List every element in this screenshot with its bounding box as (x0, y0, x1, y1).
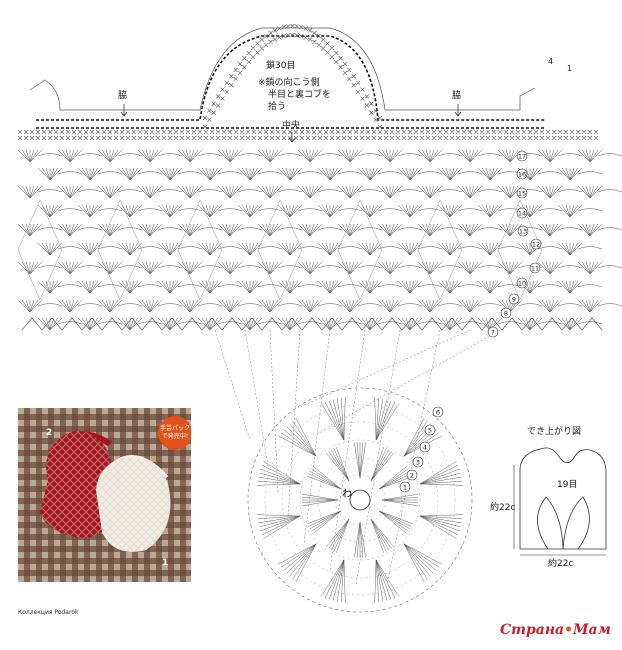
round-number: 5 (428, 426, 432, 434)
row-number: 15 (518, 189, 526, 197)
round-marker-circle (432, 406, 444, 418)
row-marker-circle (530, 238, 542, 250)
sc-row (17, 135, 599, 141)
watermark-dot: • (564, 622, 574, 638)
round-number: 1 (403, 483, 407, 491)
photo-illustration (18, 408, 191, 582)
note-line-2: 半目と裏コブを (268, 88, 331, 100)
fan-row (17, 223, 622, 237)
fan-row (37, 280, 603, 294)
pineapple-outline (17, 199, 543, 301)
bottom-round-motif (247, 387, 473, 613)
disc-ring (299, 439, 421, 561)
side-label-left: 脇 (118, 90, 127, 101)
round-marker-circle (406, 469, 418, 481)
magic-ring-label: わ (342, 488, 352, 500)
note-line-3: 拾う (268, 100, 286, 112)
fan-row (37, 242, 603, 256)
row-marker-circle (516, 187, 528, 199)
round-marker-circle (424, 424, 436, 436)
edge-number-4: 4 (548, 57, 553, 66)
edge-number-1: 1 (567, 64, 572, 73)
row-marker-circle (529, 262, 541, 274)
fan-row (17, 261, 622, 275)
row-marker-circle (516, 207, 528, 219)
row-marker-circle (500, 307, 512, 319)
row-number: 10 (518, 279, 526, 287)
finished-width: 約22c (548, 557, 573, 569)
row-number: 17 (518, 152, 526, 160)
fan-row (17, 299, 622, 313)
disc-outer-ring (247, 387, 473, 613)
row-marker-circle (516, 277, 528, 289)
finished-height: 約22c (490, 501, 515, 513)
row-number: 14 (518, 209, 526, 217)
row-number: 9 (512, 295, 516, 303)
note-line-1: ※鎖の向こう側 (258, 76, 320, 88)
round-number: 3 (416, 458, 420, 466)
disc-ring (281, 421, 439, 579)
row-marker-circle (487, 326, 499, 338)
bag-number-2: 2 (46, 428, 53, 438)
handle-stitch-label: 鎖30目 (266, 59, 295, 71)
row-number: 16 (518, 170, 526, 178)
handle-arc (120, 23, 462, 143)
fan-row (37, 317, 603, 331)
row-marker-circle (516, 150, 528, 162)
finished-title: でき上がり図 (527, 425, 581, 437)
bag-body-stitch-grid (17, 27, 622, 331)
fan-row (17, 185, 622, 199)
fan-row (37, 167, 603, 181)
row-number: 13 (519, 227, 527, 235)
disc-spokes (257, 397, 463, 603)
finished-bag-petals (537, 496, 590, 550)
round-marker-circle (412, 456, 424, 468)
sc-row (17, 129, 599, 135)
collection-credit: Коллекция Podarok (18, 609, 79, 616)
row-number: 7 (491, 328, 495, 336)
row-marker-circle (516, 168, 528, 180)
watermark-part-2: Мам (573, 622, 611, 638)
row-number: 12 (532, 240, 540, 248)
disc-ring (334, 474, 386, 526)
finished-bag-outline (519, 447, 607, 550)
pointer-arrows (120, 104, 462, 143)
side-label-right: 脇 (452, 90, 461, 101)
round-marker-circle (399, 481, 411, 493)
round-number: 2 (410, 471, 414, 479)
fan-row (17, 149, 622, 163)
handle-stitches (202, 23, 383, 130)
shoulder-outline (29, 27, 536, 111)
bottom-edge (21, 317, 603, 331)
round-marker-circle (419, 441, 431, 453)
fan-row (37, 204, 603, 218)
disc-ring (264, 404, 456, 596)
center-label: 中央 (282, 119, 300, 131)
product-photo: 手芸パックで発売中! 2 1 (18, 408, 191, 582)
round-number: 4 (423, 443, 427, 451)
availability-badge: 手芸パックで発売中! (158, 416, 191, 450)
connector-lines (214, 329, 501, 585)
watermark-part-1: Страна (500, 622, 565, 638)
row-number: 11 (531, 264, 539, 272)
round-number: 6 (436, 408, 440, 416)
bag-number-1: 1 (162, 558, 169, 568)
finished-stitch-count: 19目 (557, 479, 577, 490)
row-number: 8 (504, 309, 508, 317)
row-marker-circle (517, 225, 529, 237)
row-marker-circle (508, 293, 520, 305)
magic-ring (349, 489, 371, 511)
watermark-logo: Страна•Мам (500, 622, 611, 638)
connector-dashes (214, 329, 501, 585)
